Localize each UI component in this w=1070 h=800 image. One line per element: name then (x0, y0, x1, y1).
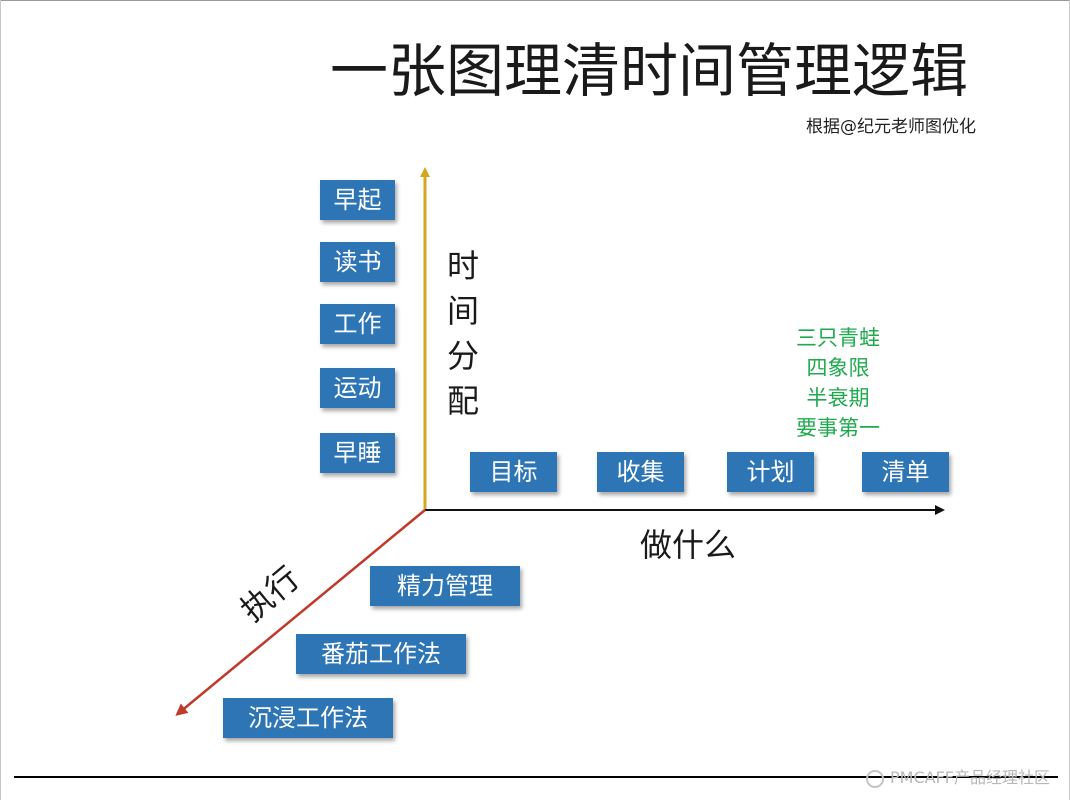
vertical-axis-label: 时 间 分 配 (443, 244, 483, 424)
page-title: 一张图理清时间管理逻辑 (330, 37, 969, 105)
box-sleep-early: 早睡 (320, 433, 395, 473)
bottom-rule (14, 776, 1058, 778)
box-immersive-work: 沉浸工作法 (223, 698, 393, 738)
method-item: 三只青蛙 (796, 326, 880, 350)
box-work: 工作 (320, 304, 395, 344)
watermark: PMCAFF产品经理社区 (866, 767, 1050, 789)
box-get-up-early: 早起 (320, 180, 395, 220)
vertical-axis-char: 间 (446, 292, 479, 330)
vertical-axis-char: 时 (446, 247, 479, 285)
method-item: 半衰期 (806, 386, 870, 410)
horizontal-axis-label: 做什么 (640, 526, 737, 564)
watermark-logo-icon (866, 769, 884, 788)
page-subtitle: 根据@纪元老师图优化 (806, 117, 976, 137)
box-pomodoro: 番茄工作法 (296, 634, 466, 674)
box-collect: 收集 (597, 452, 684, 492)
method-item: 四象限 (806, 356, 870, 380)
planning-methods-list: 三只青蛙 四象限 半衰期 要事第一 (778, 323, 898, 443)
box-plan: 计划 (727, 452, 814, 492)
box-reading: 读书 (320, 242, 395, 282)
watermark-text: PMCAFF产品经理社区 (890, 768, 1050, 787)
vertical-axis-char: 配 (446, 382, 479, 420)
frame-left-border (0, 0, 1, 800)
frame-top-border (0, 0, 1070, 1)
vertical-axis-char: 分 (446, 337, 479, 375)
box-checklist: 清单 (862, 452, 949, 492)
diagonal-axis-line (175, 509, 426, 716)
box-exercise: 运动 (320, 368, 395, 408)
box-energy-management: 精力管理 (370, 566, 520, 606)
method-item: 要事第一 (796, 416, 880, 440)
box-goal: 目标 (470, 452, 557, 492)
